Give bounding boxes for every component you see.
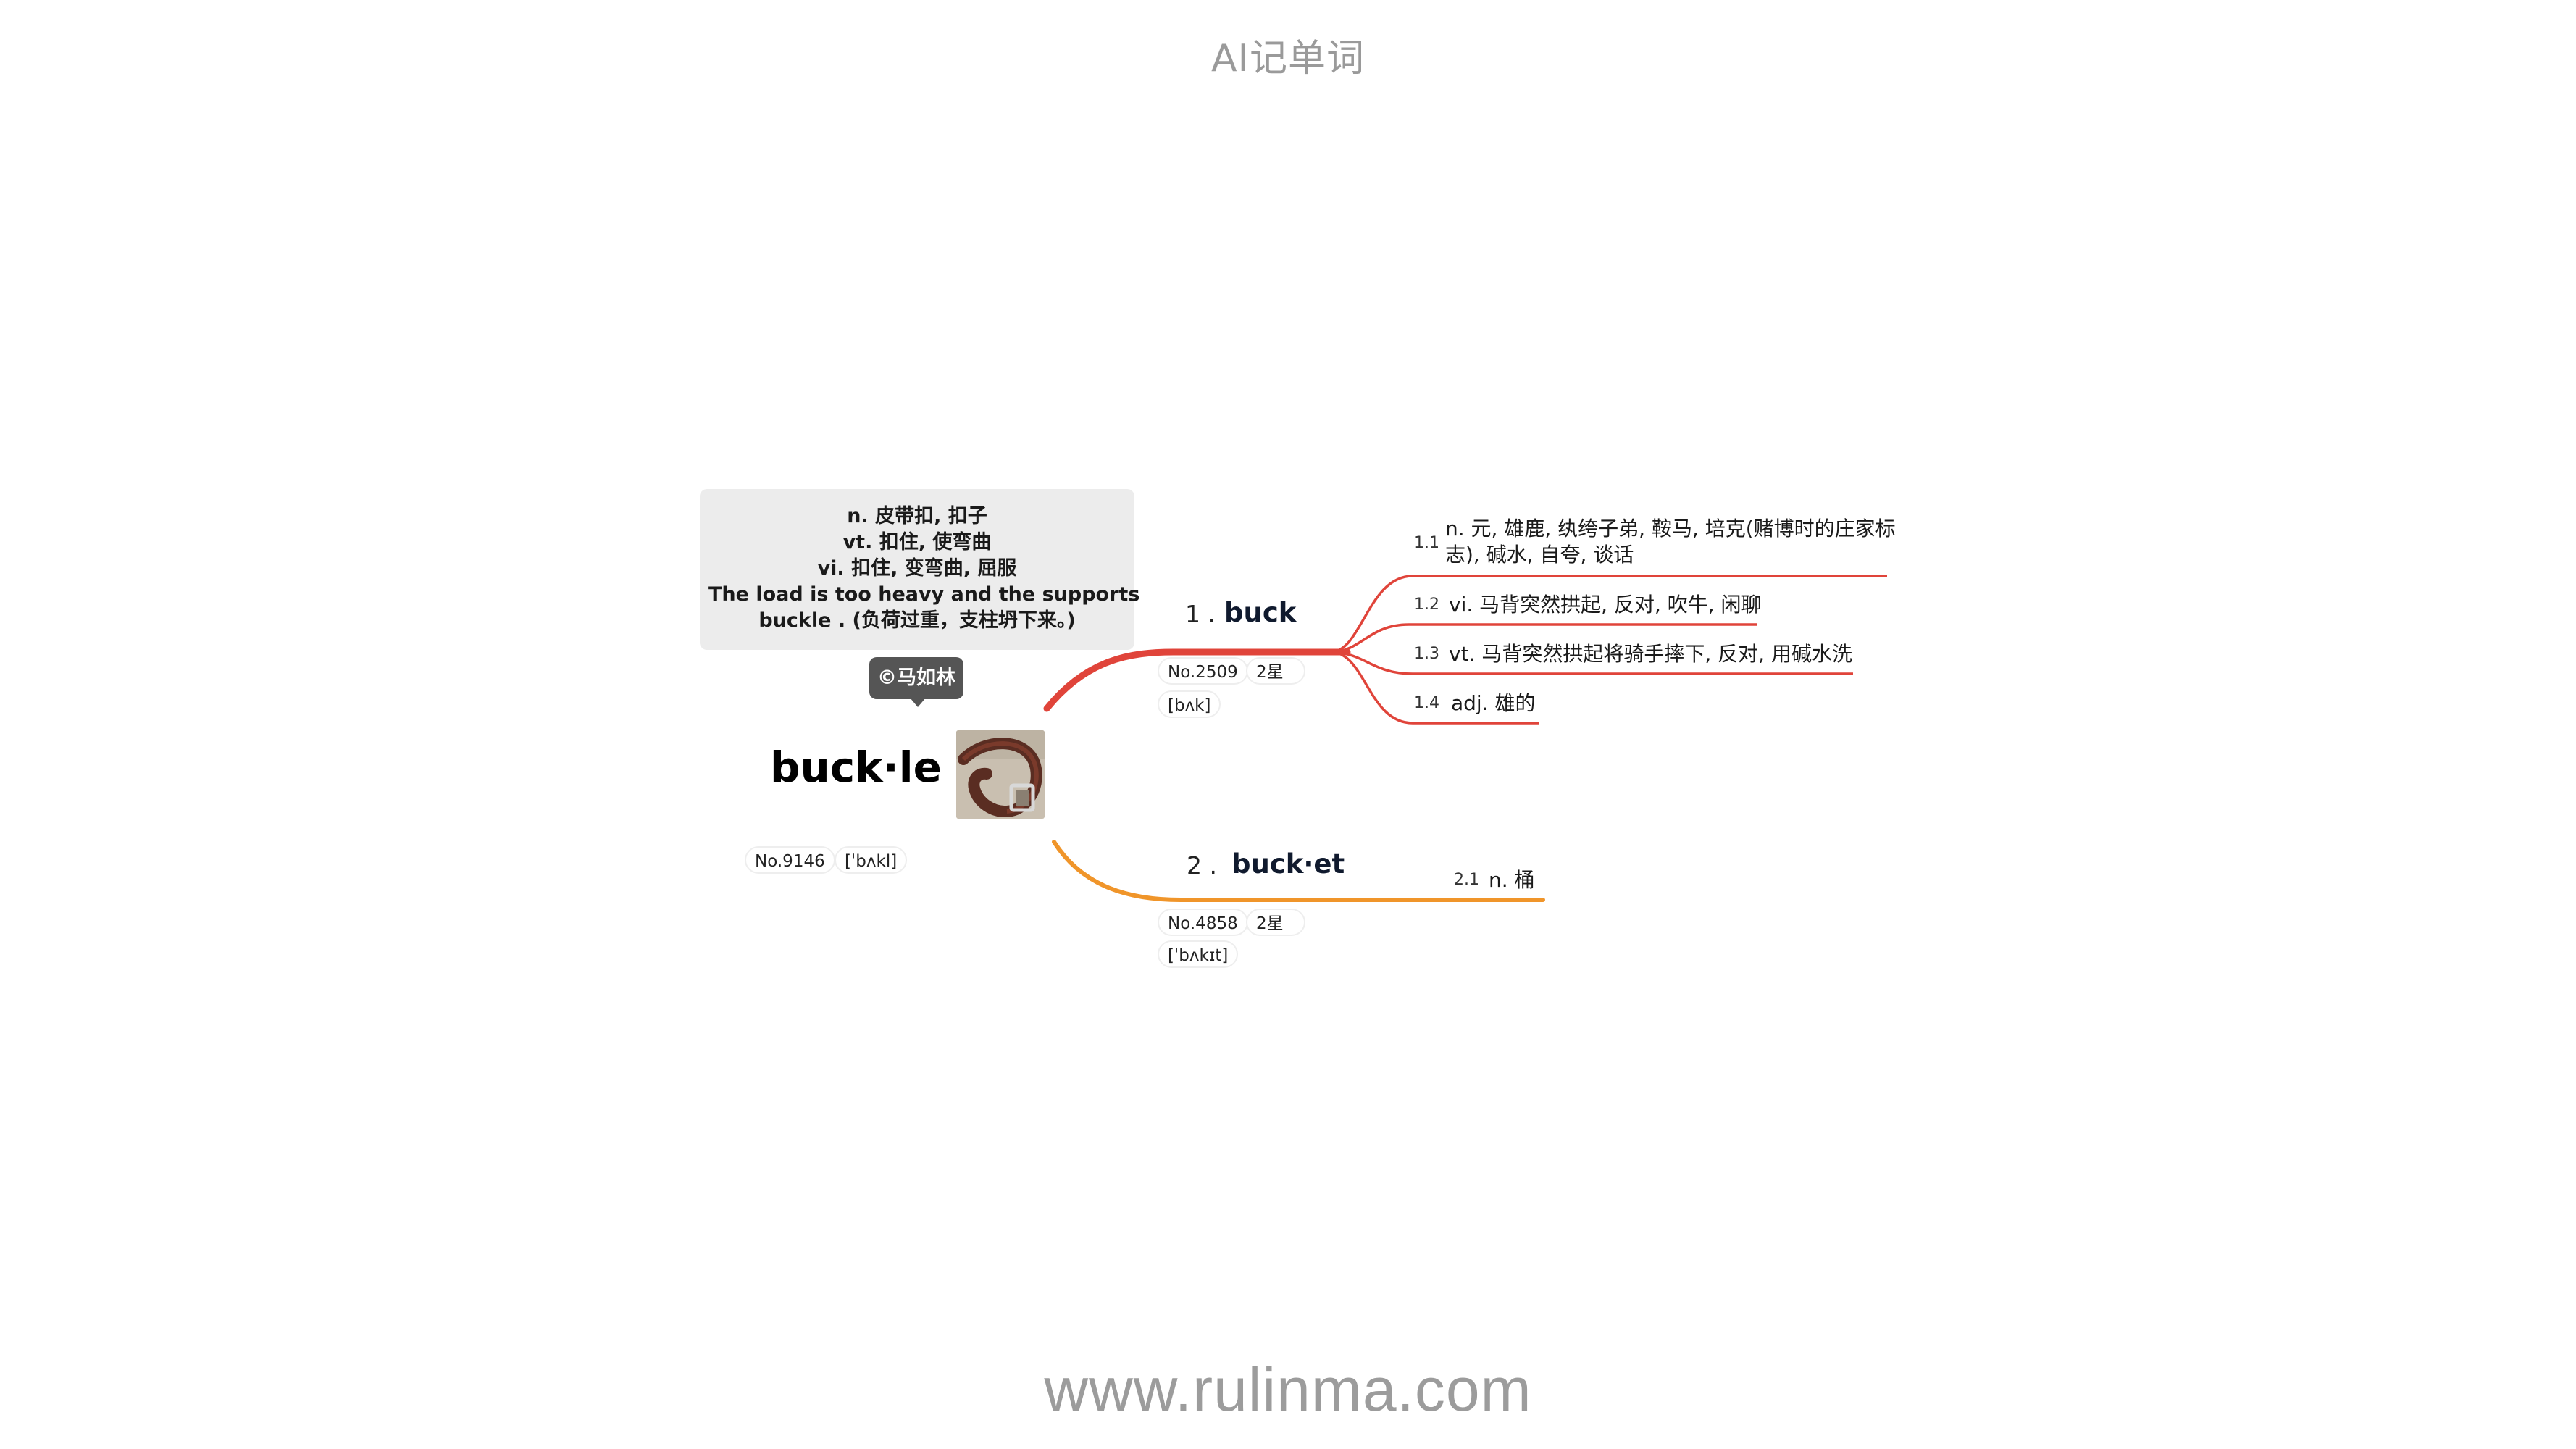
branch-1-number-badge: No.2509 [1158,657,1248,685]
branch-1-stars-badge: 2星 [1246,657,1305,685]
sub-1-1-text: n. 元, 雄鹿, 纨绔子弟, 鞍马, 培克(赌博时的庄家标 志), 碱水, 自… [1445,516,1896,568]
connector-1-1 [1332,575,1887,653]
definition-line: vt. 扣住, 使弯曲 [842,531,992,554]
branch-1-index: 1 . [1185,600,1216,628]
sub-1-2-num: 1.2 [1414,596,1439,614]
connector-1-3 [1332,651,1853,675]
footer-url: www.rulinma.com [1044,1356,1532,1424]
definition-line: n. 皮带扣, 扣子 [847,505,987,527]
branch-2-phonetic-badge: [ˈbʌkɪt] [1158,940,1239,968]
connector-root-branch2 [1052,840,1545,902]
sub-1-1-line: 志), 碱水, 自夸, 谈话 [1445,543,1634,567]
connector-1-2 [1332,623,1757,653]
copyright-tag: ©马如林 [869,657,963,699]
sub-2-1-num: 2.1 [1454,871,1479,889]
branch-1-word: buck [1224,597,1297,628]
branch-2-number-badge: No.4858 [1158,909,1248,936]
sub-1-3-text: vt. 马背突然拱起将骑手摔下, 反对, 用碱水洗 [1449,642,1852,666]
sub-1-4-text: adj. 雄的 [1451,691,1536,715]
branch-2-word: buck·et [1231,848,1345,880]
sub-1-3-num: 1.3 [1414,645,1439,663]
sub-1-1-line: n. 元, 雄鹿, 纨绔子弟, 鞍马, 培克(赌博时的庄家标 [1445,517,1896,540]
sub-2-1-text: n. 桶 [1489,868,1535,892]
belt-buckle-image [956,730,1045,819]
page-title: AI记单词 [1211,37,1365,80]
definition-line: buckle . (负荷过重，支柱坍下来。) [758,609,1076,632]
definition-line: vi. 扣住, 变弯曲, 屈服 [817,557,1017,580]
branch-2-index: 2 . [1187,851,1217,880]
branch-1-phonetic-badge: [bʌk] [1158,690,1221,718]
definition-box: n. 皮带扣, 扣子 vt. 扣住, 使弯曲 vi. 扣住, 变弯曲, 屈服 T… [700,489,1140,650]
connector-1-4 [1332,651,1539,724]
root-number-badge: No.9146 [745,846,835,874]
connector-root-branch1 [1043,648,1351,712]
definition-line: The load is too heavy and the supports [708,583,1140,606]
branch-2-stars-badge: 2星 [1246,909,1305,936]
sub-1-4-num: 1.4 [1414,694,1439,712]
root-phonetic-badge: [ˈbʌkl] [835,846,908,874]
copyright-tag-pointer [910,698,926,707]
sub-1-1-num: 1.1 [1414,534,1439,552]
sub-1-2-text: vi. 马背突然拱起, 反对, 吹牛, 闲聊 [1449,593,1762,617]
root-word: buck·le [769,743,942,792]
